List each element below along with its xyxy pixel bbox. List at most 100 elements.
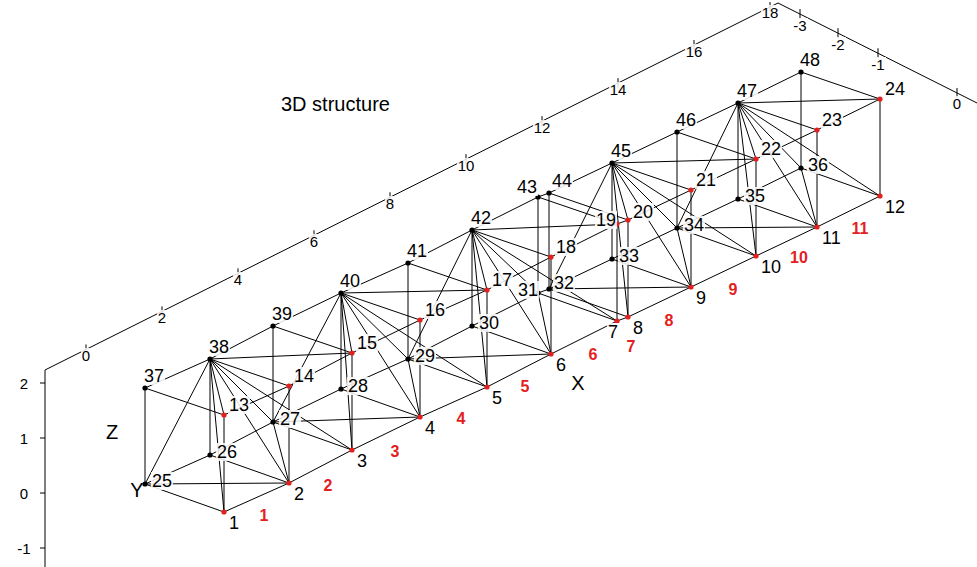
joint-number: 28: [347, 377, 369, 395]
truss-member: [612, 163, 691, 287]
joint-dot: [469, 227, 474, 232]
joint-number: 3: [356, 452, 368, 470]
joint-dot: [484, 384, 489, 389]
truss-member: [738, 103, 756, 256]
joint-dot: [798, 69, 803, 74]
joint-dot: [735, 196, 740, 201]
axis-tick-label: 16: [685, 44, 704, 59]
joint-dot: [349, 447, 354, 452]
truss-member: [472, 230, 487, 387]
axis-tick-label: -2: [830, 37, 845, 52]
joint-number: 41: [406, 242, 428, 260]
joint-number: 39: [271, 305, 293, 323]
truss-member: [691, 256, 756, 287]
axis-line: [778, 3, 977, 103]
joint-dot: [674, 225, 679, 230]
truss-member: [273, 326, 274, 422]
truss-member: [549, 193, 550, 289]
truss-member: [273, 422, 289, 483]
truss-member: [408, 263, 409, 359]
joint-number: 17: [491, 271, 513, 289]
axis-tick-label: 6: [309, 234, 319, 249]
element-number: 7: [626, 339, 637, 355]
axis-tick: [40, 383, 45, 384]
joint-dot: [270, 419, 275, 424]
joint-dot: [338, 386, 343, 391]
joint-dot: [609, 160, 614, 165]
joint-number: 6: [555, 356, 567, 374]
joint-number: 47: [736, 82, 758, 100]
truss-member: [801, 168, 817, 227]
joint-number: 36: [807, 156, 829, 174]
axis-tick-label: 1: [19, 431, 29, 446]
joint-dot: [688, 284, 693, 289]
joint-number: 22: [760, 140, 782, 158]
joint-number: 35: [744, 187, 766, 205]
truss-member: [210, 359, 352, 450]
joint-number: 42: [470, 209, 492, 227]
axis-tick-label: -1: [870, 57, 885, 72]
joint-dot: [270, 323, 275, 328]
truss-member: [538, 293, 617, 321]
joint-number: 8: [632, 319, 644, 337]
truss-member: [224, 415, 225, 512]
joint-number: 38: [208, 338, 230, 356]
axis-tick-label: 18: [761, 5, 780, 20]
element-number: 4: [456, 411, 467, 427]
joint-number: 7: [607, 323, 619, 341]
joint-number: 11: [821, 229, 842, 247]
joint-dot: [207, 356, 212, 361]
truss-member: [210, 353, 352, 359]
joint-dot: [221, 509, 226, 514]
axis-tick-label: 12: [533, 120, 552, 135]
joint-number: 33: [618, 247, 640, 265]
joint-dot: [338, 290, 343, 295]
truss-member: [628, 287, 691, 317]
truss-member: [612, 159, 756, 163]
truss-member: [289, 353, 352, 386]
truss-member: [817, 99, 880, 130]
truss-member: [472, 230, 473, 326]
element-number: 3: [390, 444, 401, 460]
truss-member: [145, 388, 146, 484]
axis-tick: [40, 438, 45, 439]
joint-number: 15: [356, 334, 378, 352]
axis-tick-label: 14: [609, 82, 628, 97]
axis-tick-label: 2: [19, 376, 29, 391]
joint-dot: [814, 224, 819, 229]
truss-member: [341, 293, 420, 417]
joint-dot: [207, 452, 212, 457]
truss-member: [341, 293, 342, 389]
truss-member: [210, 359, 224, 512]
truss-member: [691, 190, 692, 287]
joint-number: 20: [632, 203, 654, 221]
truss-member: [801, 72, 802, 168]
truss-member: [289, 450, 352, 483]
joint-dot: [286, 383, 291, 388]
truss-member: [756, 159, 757, 256]
truss-member: [738, 103, 817, 227]
joint-number: 27: [279, 410, 301, 428]
joint-dot: [798, 165, 803, 170]
joint-number: 21: [695, 171, 717, 189]
truss-member: [738, 103, 817, 130]
joint-number: 44: [551, 172, 573, 190]
joint-dot: [546, 190, 551, 195]
joint-number: 30: [478, 314, 500, 332]
joint-dot: [405, 260, 410, 265]
truss-member: [880, 99, 881, 196]
truss-member: [472, 230, 487, 290]
truss-member: [352, 320, 420, 353]
truss-member: [341, 293, 408, 359]
joint-dot: [546, 286, 551, 291]
truss-member: [628, 190, 691, 220]
diagram-title: 3D structure: [280, 94, 391, 114]
truss-member: [408, 359, 420, 417]
truss-member: [289, 386, 290, 483]
axis-tick-label: 10: [457, 158, 476, 173]
truss-member: [210, 359, 289, 483]
truss-member: [551, 257, 552, 354]
joint-dot: [469, 323, 474, 328]
joint-dot: [221, 412, 226, 417]
truss-member: [817, 130, 818, 227]
